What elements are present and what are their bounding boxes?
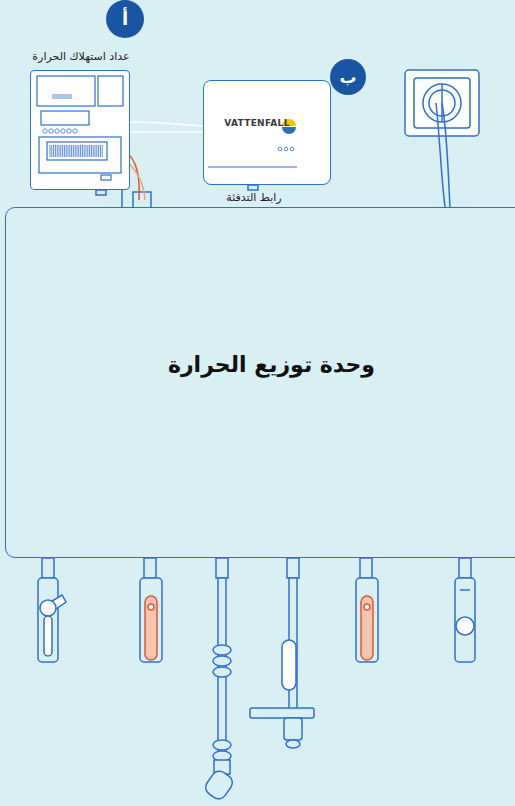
cable-conduit — [133, 192, 151, 208]
brand-logo-text: VATTENFALL — [204, 118, 330, 128]
signal-cable — [130, 131, 203, 133]
ball-valve — [38, 558, 66, 662]
ball-valve-red — [356, 558, 378, 662]
link-foot — [248, 185, 258, 190]
ball-valve — [455, 558, 475, 662]
device-label: رابط التدفئة — [184, 191, 324, 204]
drain-tap — [250, 558, 314, 748]
heat-meter: عداد استهلاك الحرارة — [30, 70, 130, 190]
filling-pipe — [203, 558, 236, 802]
callout-letter: أ — [106, 0, 144, 38]
unit-title: وحدة توزيع الحرارة — [6, 352, 515, 377]
link-face — [204, 81, 301, 183]
ball-valve-red — [140, 558, 162, 662]
power-socket — [405, 70, 479, 207]
meter-cable — [121, 190, 123, 207]
heating-link: VATTENFALLرابط التدفئة — [203, 80, 331, 185]
signal-wire — [126, 122, 203, 126]
heat-distribution-unit: وحدة توزيع الحرارة — [5, 207, 515, 558]
meter-face — [31, 71, 128, 188]
callout-letter: ب — [330, 59, 366, 95]
meter-foot — [96, 190, 106, 195]
device-label: عداد استهلاك الحرارة — [1, 50, 161, 63]
